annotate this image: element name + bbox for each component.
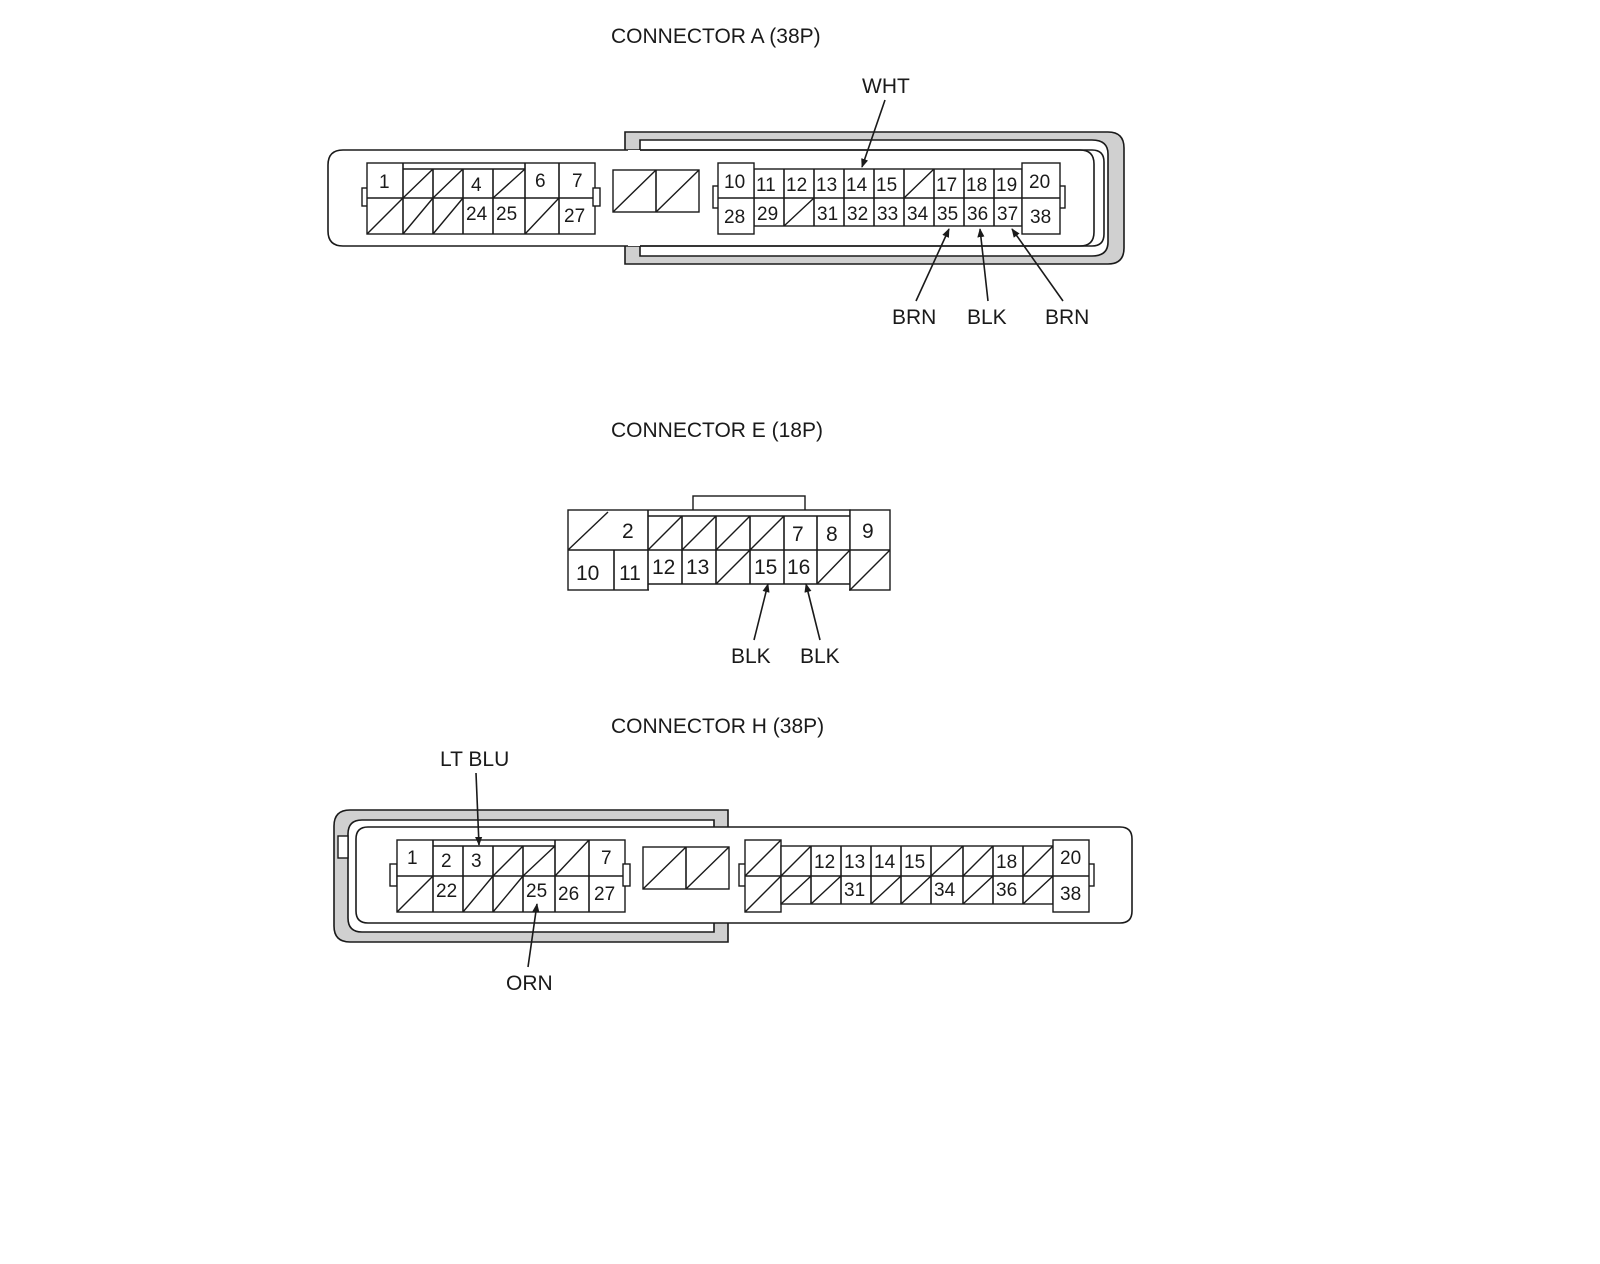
- pin-label: 14: [846, 175, 868, 196]
- connector-e: CONNECTOR E (18P) 2 7: [567, 419, 891, 668]
- callout-arrow: [861, 99, 886, 168]
- pin-label: 10: [576, 562, 599, 585]
- pin-label: 26: [558, 884, 579, 905]
- pin-label: 7: [792, 523, 804, 546]
- pin-label: 33: [877, 204, 898, 225]
- connector-e-title: CONNECTOR E (18P): [611, 419, 823, 442]
- pin-label: 36: [996, 880, 1017, 901]
- connector-h-title: CONNECTOR H (38P): [611, 715, 824, 738]
- pin-label: 15: [876, 175, 897, 196]
- pin-label: 37: [997, 204, 1018, 225]
- wire-color-label: BRN: [892, 306, 936, 329]
- pin-label: 22: [436, 881, 457, 902]
- pin-label: 13: [844, 852, 865, 873]
- callout-arrow: [753, 583, 770, 641]
- pin-label: 29: [757, 204, 778, 225]
- callout-arrow: [527, 903, 540, 968]
- pin-label: 34: [907, 204, 929, 225]
- connector-h-middle-block: [642, 846, 730, 890]
- callout-arrow: [475, 772, 483, 846]
- wire-color-label: ORN: [506, 972, 553, 995]
- callout-arrow: [977, 228, 989, 302]
- pin-label: 7: [601, 848, 612, 869]
- pin-label: 19: [996, 175, 1017, 196]
- connector-a-left-block: 1 4 6 7 24 25 27: [361, 162, 601, 235]
- pin-label: 38: [1060, 884, 1081, 905]
- pin-label: 9: [862, 520, 874, 543]
- connector-h-right-block: 12 13 14 15 18 20 31 34 36 38: [738, 839, 1095, 913]
- pin-label: 12: [814, 852, 835, 873]
- pin-label: 34: [934, 880, 956, 901]
- pin-label: 2: [622, 520, 634, 543]
- pin-label: 11: [756, 175, 776, 196]
- pin-label: 1: [407, 848, 418, 869]
- pin-label: 18: [996, 852, 1017, 873]
- wire-color-label: LT BLU: [440, 748, 509, 771]
- pin-label: 27: [564, 206, 585, 227]
- pin-label: 6: [535, 171, 546, 192]
- pin-label: 10: [724, 172, 745, 193]
- pin-label: 2: [441, 851, 452, 872]
- wire-color-label: BRN: [1045, 306, 1089, 329]
- wire-color-label: BLK: [800, 645, 840, 668]
- pin-label: 7: [572, 171, 583, 192]
- callout-arrow: [915, 228, 950, 302]
- pin-label: 18: [966, 175, 987, 196]
- pin-label: 15: [754, 556, 777, 579]
- pin-label: 3: [471, 851, 482, 872]
- pin-label: 24: [466, 204, 488, 225]
- pin-label: 11: [619, 562, 641, 585]
- connector-a-title: CONNECTOR A (38P): [611, 25, 821, 48]
- pin-label: 31: [817, 204, 838, 225]
- connector-a-callouts: WHT BRN BLK BRN: [861, 75, 1089, 329]
- pin-label: 25: [526, 881, 547, 902]
- pin-label: 12: [652, 556, 675, 579]
- connector-h-callouts: LT BLU ORN: [440, 748, 553, 995]
- wire-color-label: BLK: [731, 645, 771, 668]
- connector-a: CONNECTOR A (38P): [327, 25, 1125, 329]
- pin-label: 32: [847, 204, 868, 225]
- pin-label: 28: [724, 207, 745, 228]
- callout-arrow: [1011, 228, 1064, 302]
- pin-label: 20: [1029, 172, 1050, 193]
- pin-label: 36: [967, 204, 988, 225]
- connector-a-right-block: 10 11 12 13 14 15 17 18 19 20 28 29 31 3…: [712, 162, 1066, 235]
- pin-label: 25: [496, 204, 517, 225]
- connector-h-left-block: 1 2 3 7 22 25 26 27: [389, 839, 631, 913]
- callout-arrow: [804, 583, 821, 641]
- pin-label: 12: [786, 175, 807, 196]
- pin-label: 27: [594, 884, 615, 905]
- pin-label: 38: [1030, 207, 1051, 228]
- pin-label: 8: [826, 523, 838, 546]
- pin-label: 20: [1060, 848, 1081, 869]
- pin-label: 15: [904, 852, 925, 873]
- pin-label: 13: [686, 556, 709, 579]
- pin-label: 16: [787, 556, 810, 579]
- pin-label: 31: [844, 880, 865, 901]
- connector-a-middle-block: [612, 169, 700, 213]
- pin-label: 13: [816, 175, 837, 196]
- pin-label: 1: [379, 172, 390, 193]
- connector-e-callouts: BLK BLK: [731, 583, 840, 668]
- pin-label: 35: [937, 204, 958, 225]
- pin-label: 14: [874, 852, 896, 873]
- pin-label: 17: [936, 175, 957, 196]
- connector-h: CONNECTOR H (38P) 1: [333, 715, 1133, 995]
- pin-label: 4: [471, 175, 482, 196]
- wire-color-label: WHT: [862, 75, 910, 98]
- connector-e-housing: 2 7 8 9 10 11 12 13 15 16: [567, 495, 891, 592]
- wire-color-label: BLK: [967, 306, 1007, 329]
